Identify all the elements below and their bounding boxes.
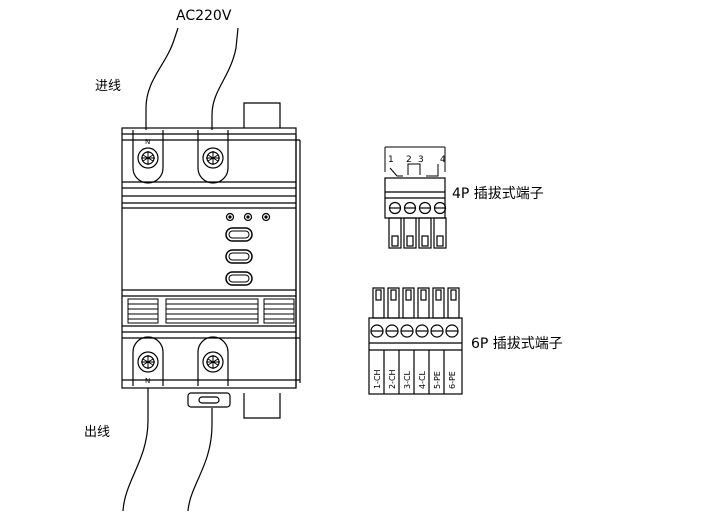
pin-label: 4-CL bbox=[418, 370, 427, 389]
front-buttons bbox=[225, 227, 253, 286]
pin-label: 3 bbox=[418, 155, 424, 165]
pin-label: 1-CH bbox=[373, 369, 382, 389]
neutral-mark-top: N bbox=[145, 138, 150, 146]
pin-label: 5-PE bbox=[433, 371, 442, 389]
led-3 bbox=[261, 212, 271, 222]
screw-row-4p bbox=[388, 201, 447, 215]
pin-label: 4 bbox=[440, 155, 446, 165]
indicator-leds bbox=[225, 212, 271, 222]
incoming-label: 进线 bbox=[95, 79, 121, 94]
outgoing-label: 出线 bbox=[84, 425, 110, 440]
screw-row-6p bbox=[370, 324, 459, 338]
connector-6p-label: 6P 插拔式端子 bbox=[471, 336, 563, 352]
device-body bbox=[121, 127, 297, 389]
wire-out-l bbox=[187, 408, 213, 512]
front-button-1 bbox=[225, 227, 253, 242]
din-clip-top bbox=[243, 102, 281, 128]
led-2 bbox=[243, 212, 253, 222]
led-1 bbox=[225, 212, 235, 222]
bottom-latch bbox=[187, 392, 231, 408]
bottom-terminals bbox=[132, 336, 229, 386]
vent-grille bbox=[127, 298, 295, 324]
pin-label: 6-PE bbox=[448, 371, 457, 389]
connector-4p-label: 4P 插拔式端子 bbox=[452, 186, 544, 202]
wire-out-n bbox=[122, 388, 149, 512]
pin-label: 2-CH bbox=[388, 369, 397, 389]
main-device: N N bbox=[121, 102, 301, 419]
din-clip-bottom bbox=[243, 393, 281, 419]
wire-in-n bbox=[145, 27, 179, 130]
pin-schematic-4p bbox=[384, 146, 446, 177]
connector-6p: 1-CH 2-CH 3-CL 4-CL 5-PE 6-PE 6P 插拔式端子 bbox=[368, 287, 563, 395]
supply-wires bbox=[122, 27, 239, 512]
pin-label: 1 bbox=[388, 155, 394, 165]
connector-4p: 1 2 3 4 4P 插拔式端子 bbox=[384, 146, 544, 249]
pin-label: 2 bbox=[406, 155, 412, 165]
pins-6p bbox=[372, 287, 460, 319]
neutral-mark-bottom: N bbox=[145, 377, 150, 385]
wire-in-l bbox=[211, 27, 239, 130]
front-button-2 bbox=[225, 249, 253, 264]
front-button-3 bbox=[225, 271, 253, 286]
top-terminals bbox=[132, 130, 229, 184]
pins-4p bbox=[388, 217, 447, 249]
pin-label: 3-CL bbox=[403, 370, 412, 389]
supply-label: AC220V bbox=[176, 8, 232, 24]
